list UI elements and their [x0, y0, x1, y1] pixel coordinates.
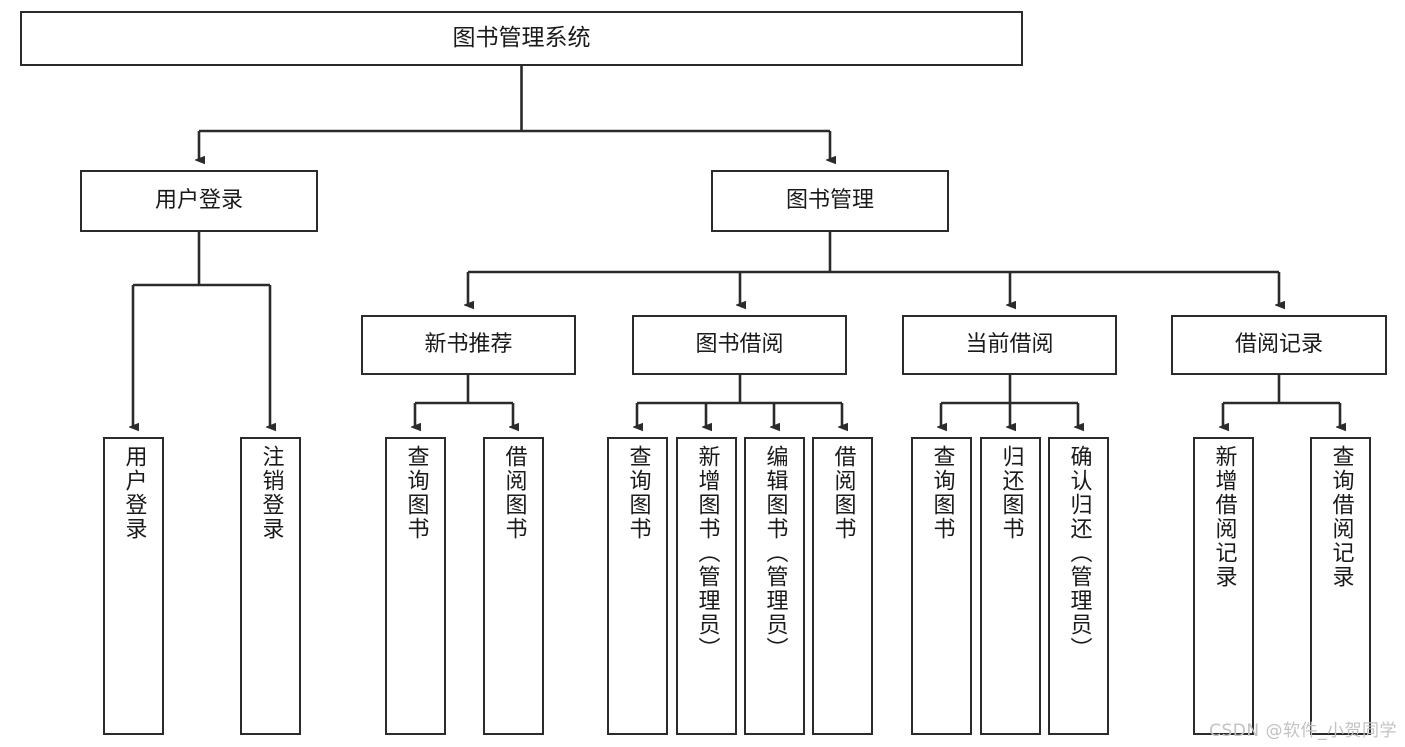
leaf-borrow-book[interactable]: 借阅图书 [812, 437, 873, 735]
node-current-borrow[interactable]: 当前借阅 [902, 315, 1117, 375]
node-book-borrow[interactable]: 图书借阅 [632, 315, 847, 375]
leaf-user-login[interactable]: 用户登录 [103, 437, 164, 735]
node-user-login[interactable]: 用户登录 [80, 170, 318, 232]
node-label: 用户登录 [121, 445, 147, 541]
node-label: 借阅图书 [830, 445, 856, 541]
leaf-query-book-borrow[interactable]: 查询图书 [607, 437, 668, 735]
node-label: 归还图书 [998, 445, 1024, 541]
node-label: 查询图书 [403, 445, 429, 541]
node-new-book-recommend[interactable]: 新书推荐 [361, 315, 576, 375]
leaf-edit-book-admin[interactable]: 编辑图书（管理员） [744, 437, 805, 735]
node-label: 用户登录 [154, 188, 243, 214]
leaf-return-book[interactable]: 归还图书 [980, 437, 1041, 735]
node-label: 图书管理 [785, 188, 874, 214]
node-label: 当前借阅 [965, 332, 1054, 358]
leaf-confirm-return-admin[interactable]: 确认归还（管理员） [1048, 437, 1109, 735]
leaf-query-book-current[interactable]: 查询图书 [911, 437, 972, 735]
node-root-book-management-system[interactable]: 图书管理系统 [20, 11, 1023, 66]
node-label: 新书推荐 [424, 332, 513, 358]
leaf-query-book-recommend[interactable]: 查询图书 [385, 437, 446, 735]
node-book-management[interactable]: 图书管理 [711, 170, 949, 232]
node-label: 注销登录 [258, 445, 284, 541]
node-borrow-record[interactable]: 借阅记录 [1171, 315, 1387, 375]
node-label: 新增图书（管理员） [694, 445, 720, 661]
leaf-add-book-admin[interactable]: 新增图书（管理员） [676, 437, 737, 735]
node-label: 确认归还（管理员） [1066, 445, 1092, 661]
node-label: 图书管理系统 [452, 24, 591, 51]
node-label: 查询图书 [625, 445, 651, 541]
node-label: 借阅记录 [1234, 332, 1323, 358]
node-label: 查询借阅记录 [1328, 445, 1354, 589]
node-label: 编辑图书（管理员） [762, 445, 788, 661]
leaf-logout-login[interactable]: 注销登录 [240, 437, 301, 735]
node-label: 图书借阅 [695, 332, 784, 358]
node-label: 借阅图书 [501, 445, 527, 541]
leaf-borrow-book-recommend[interactable]: 借阅图书 [483, 437, 544, 735]
leaf-add-borrow-record[interactable]: 新增借阅记录 [1193, 437, 1254, 735]
node-label: 查询图书 [929, 445, 955, 541]
node-label: 新增借阅记录 [1211, 445, 1237, 589]
leaf-query-borrow-record[interactable]: 查询借阅记录 [1310, 437, 1371, 735]
